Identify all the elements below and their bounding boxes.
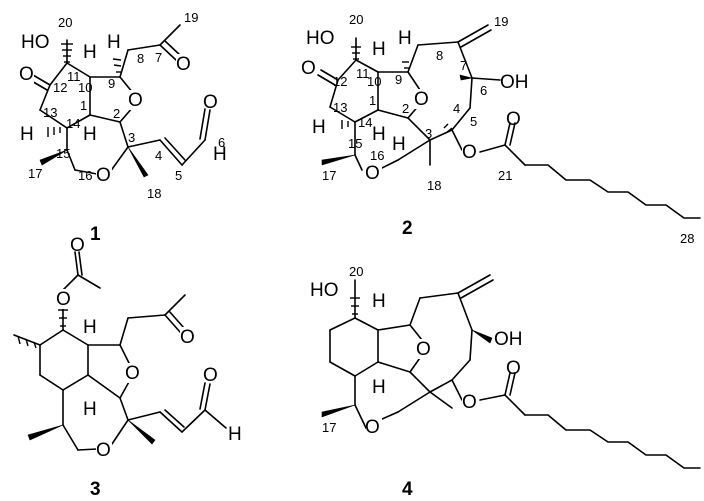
h9-label: H	[398, 28, 412, 49]
structure-3: O O O O O O H H H 3	[13, 235, 242, 500]
h6-label: H	[228, 424, 242, 445]
h10-label: H	[83, 42, 97, 63]
structure-2: HO O O O O O OH H H H H H 20 19 8 7 12 1…	[300, 12, 701, 246]
locant-5: 5	[470, 114, 477, 129]
structure-1: HO O O O O O H H H H H 20 19 8 7 12 11 1…	[18, 10, 227, 245]
locant-7: 7	[155, 50, 162, 65]
structure-4: HO O O O O OH H H 20 17 4	[310, 264, 701, 500]
locant-13: 13	[43, 105, 57, 120]
locant-9: 9	[108, 76, 115, 91]
hydroxyl-label: HO	[21, 32, 50, 53]
h6-label: H	[213, 144, 227, 165]
h1-label: H	[372, 124, 386, 145]
locant-2: 2	[402, 101, 409, 116]
locant-18: 18	[147, 186, 161, 201]
compound-number-3: 3	[90, 479, 101, 500]
ester-oxygen-label: O	[56, 289, 71, 310]
locant-7: 7	[460, 58, 467, 73]
locant-15: 15	[348, 136, 362, 151]
aldehyde-oxygen-label: O	[203, 365, 218, 386]
locant-1: 1	[80, 98, 87, 113]
h10-label: H	[372, 291, 386, 312]
locant-5: 5	[175, 168, 182, 183]
locant-14: 14	[66, 116, 80, 131]
locant-20: 20	[58, 15, 72, 30]
carbonyl-oxygen-label: O	[506, 358, 521, 379]
ring-oxygen-label: O	[414, 89, 429, 110]
locant-17: 17	[322, 168, 336, 183]
locant-28: 28	[680, 231, 694, 246]
acetyl-oxygen-label: O	[70, 235, 85, 256]
locant-3: 3	[128, 130, 135, 145]
h1-label: H	[83, 399, 97, 420]
ring-oxygen-label: O	[416, 339, 431, 360]
h2-label: H	[392, 134, 406, 155]
ring-oxygen-label: O	[128, 90, 143, 111]
h14-label: H	[20, 124, 34, 145]
locant-18: 18	[427, 178, 441, 193]
locant-12: 12	[333, 74, 347, 89]
locant-20: 20	[349, 12, 363, 27]
locant-1: 1	[369, 93, 376, 108]
ester-oxygen-label: O	[462, 392, 477, 413]
locant-17: 17	[28, 166, 42, 181]
locant-15: 15	[56, 146, 70, 161]
h1-label: H	[83, 124, 97, 145]
carbonyl-oxygen-label: O	[506, 109, 521, 130]
locant-4: 4	[453, 101, 460, 116]
compound-number-2: 2	[402, 218, 413, 239]
h14-label: H	[312, 117, 326, 138]
locant-19: 19	[184, 10, 198, 25]
aldehyde-oxygen-label: O	[203, 92, 218, 113]
h1-label: H	[372, 377, 386, 398]
locant-19: 19	[494, 14, 508, 29]
hydroxyl-6-label: OH	[500, 72, 529, 93]
h10-label: H	[372, 39, 386, 60]
locant-3: 3	[425, 126, 432, 141]
side-chain-oxygen-label: O	[176, 54, 191, 75]
ether-oxygen-label: O	[365, 417, 380, 438]
locant-8: 8	[137, 51, 144, 66]
locant-11: 11	[356, 66, 370, 81]
ring-oxygen-label: O	[125, 363, 140, 384]
locant-2: 2	[113, 106, 120, 121]
locant-21: 21	[498, 168, 512, 183]
locant-6: 6	[480, 83, 487, 98]
locant-14: 14	[358, 115, 372, 130]
locant-12: 12	[53, 80, 67, 95]
h10-label: H	[83, 317, 97, 338]
locant-10: 10	[367, 74, 381, 89]
compound-number-1: 1	[90, 224, 101, 245]
ether-oxygen-label: O	[96, 165, 111, 186]
locant-8: 8	[436, 48, 443, 63]
locant-16: 16	[78, 168, 92, 183]
locant-17: 17	[322, 420, 336, 435]
h9-label: H	[107, 32, 121, 53]
ether-oxygen-label: O	[96, 440, 111, 461]
locant-6: 6	[218, 135, 225, 150]
locant-10: 10	[78, 80, 92, 95]
locant-20: 20	[349, 264, 363, 279]
side-chain-oxygen-label: O	[180, 327, 195, 348]
locant-11: 11	[67, 69, 81, 84]
locant-13: 13	[333, 100, 347, 115]
hydroxyl-label: HO	[306, 28, 335, 49]
locant-9: 9	[395, 72, 402, 87]
locant-4: 4	[155, 148, 162, 163]
ketone-oxygen-label: O	[19, 64, 34, 85]
ether-oxygen-label: O	[365, 163, 380, 184]
hydroxyl-label: HO	[310, 280, 339, 301]
ketone-oxygen-label: O	[301, 58, 316, 79]
hydroxyl-6-label: OH	[494, 329, 523, 350]
compound-number-4: 4	[402, 479, 413, 500]
ester-oxygen-label: O	[462, 142, 477, 163]
locant-16: 16	[370, 148, 384, 163]
